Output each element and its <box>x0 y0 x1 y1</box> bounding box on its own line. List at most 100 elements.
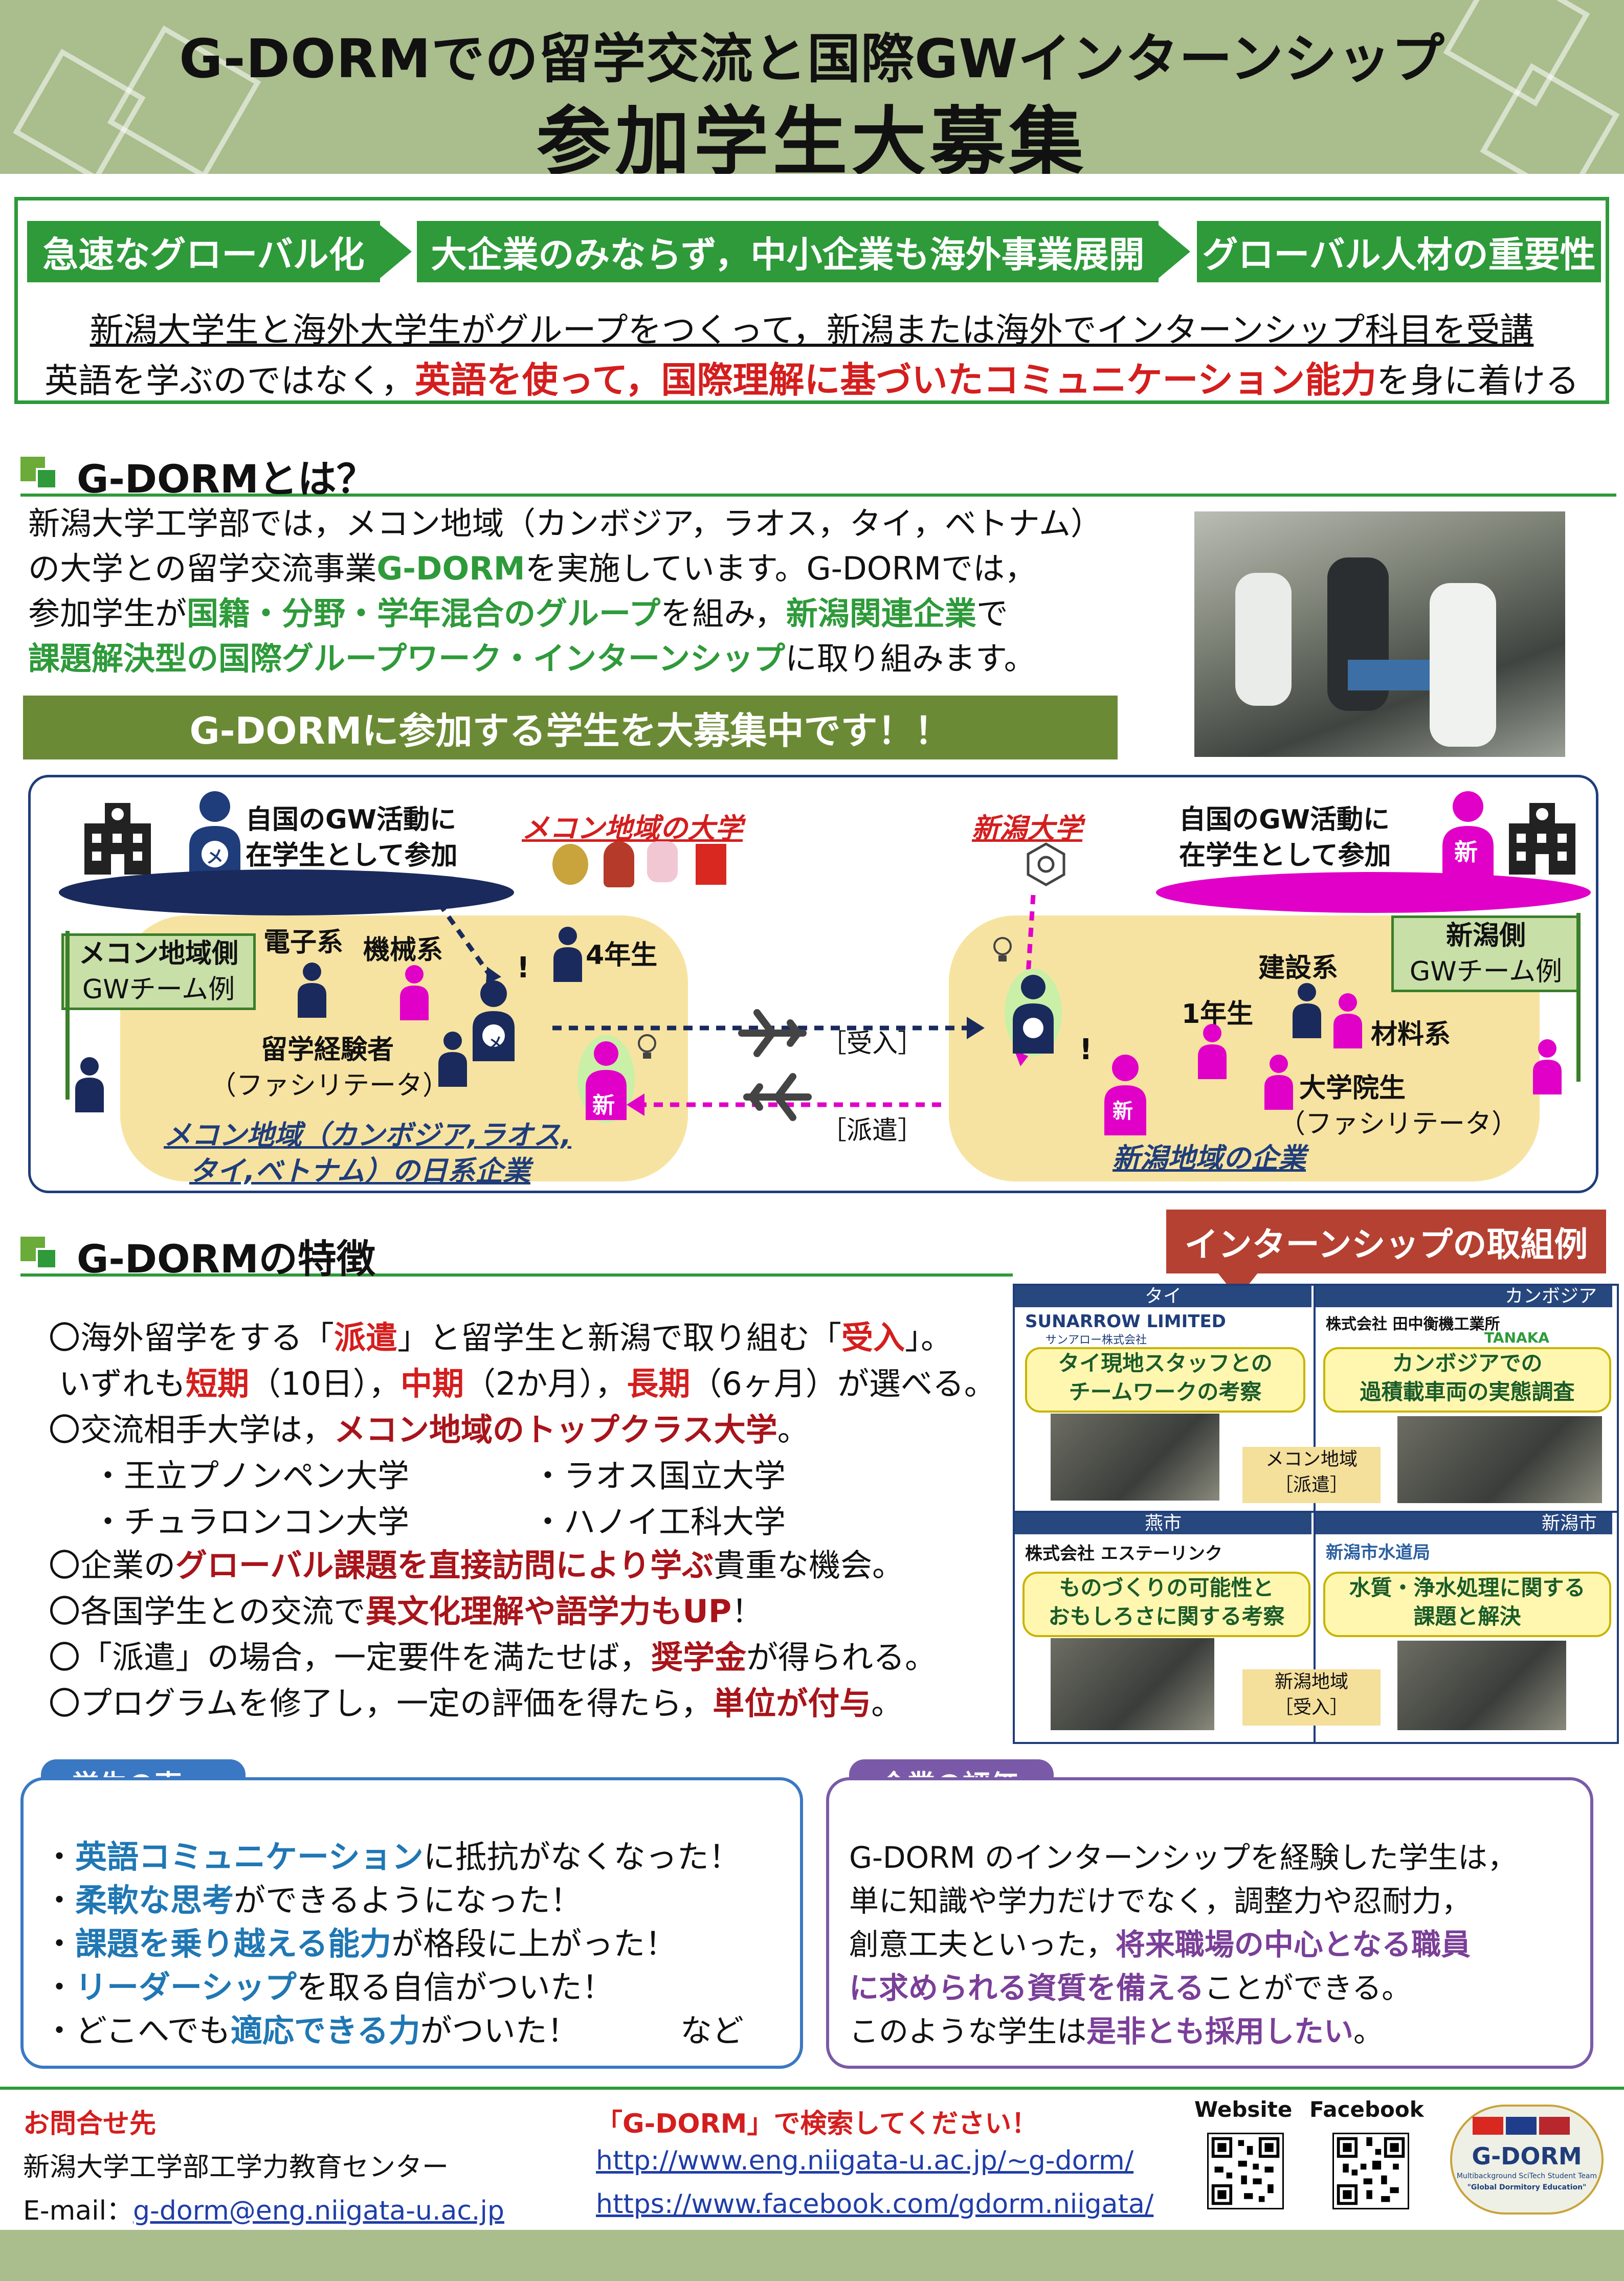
mechanical-label: 機械系 <box>363 935 443 966</box>
text-highlight: 短期 <box>186 1365 250 1402</box>
text: に抵抗がなくなった！ <box>423 1838 741 1875</box>
text-highlight: 柔軟な思考 <box>75 1882 234 1919</box>
section-header-about: G-DORMとは？ <box>20 448 1616 502</box>
grad-label-2: （ファシリテータ） <box>1279 1109 1519 1139</box>
person-navy-icon <box>1293 983 1321 1038</box>
company-logo-text: 新潟市水道局 <box>1326 1542 1430 1563</box>
intro-line2-highlight: 英語を使って，国際理解に基づいたコミュニケーション能力 <box>414 359 1377 401</box>
niigata-univ-logo <box>1027 842 1065 886</box>
left-caption-2: 在学生として参加 <box>246 840 458 871</box>
feature-line3: 〇交流相手大学は，メコン地域のトップクラス大学。 <box>49 1404 809 1450</box>
company-logo-text: 株式会社 エステーリンク <box>1025 1544 1222 1564</box>
voice-line5: ・どこへでも適応できる力がついた！ <box>43 2005 579 2051</box>
email-link[interactable]: g-dorm@eng.niigata-u.ac.jp <box>133 2196 504 2226</box>
mekong-company-1: メコン地域（カンボジア,ラオス, <box>164 1119 572 1151</box>
text-highlight: 国籍・分野・学年混合のグループ <box>187 595 661 632</box>
qr-facebook-label: Facebook <box>1309 2097 1424 2122</box>
text: ！ <box>731 1593 764 1630</box>
niigata-company-label: 新潟地域の企業 <box>1113 1142 1306 1174</box>
niigata-student-icon <box>1104 1055 1146 1135</box>
website-qr-code-icon[interactable] <box>1207 2133 1284 2209</box>
niigata-platform <box>1156 872 1591 913</box>
badge-me: メ <box>1027 1036 1042 1054</box>
left-flag: メコン地域側 GWチーム例 <box>61 933 256 1010</box>
text: （2か月）， <box>463 1365 627 1402</box>
text: 過積載車両の実態調査 <box>1360 1379 1575 1404</box>
feature-line2: いずれも短期（10日），中期（2か月），長期（6ヶ月）が選べる。 <box>59 1358 996 1404</box>
text-highlight: 異文化理解や語学力もUP <box>365 1593 732 1630</box>
airplane-icon <box>738 1009 807 1057</box>
flag-icon <box>1539 2117 1570 2135</box>
right-flag-line2: GWチーム例 <box>1409 956 1563 987</box>
company-sub: サンアロー株式会社 <box>1045 1334 1147 1347</box>
text: このような学生は <box>849 2014 1087 2049</box>
person-magenta-icon <box>400 965 429 1020</box>
niigata-student-icon <box>1442 791 1494 882</box>
school-building-icon <box>84 803 151 875</box>
text-highlight: 派遣 <box>334 1319 398 1356</box>
footer-divider <box>0 2087 1624 2090</box>
divider <box>1314 1286 1316 1742</box>
left-flag-line1: メコン地域側 <box>78 938 238 969</box>
evaluation-line2: 単に知識や学力だけでなく，調整力や忍耐力， <box>849 1884 1472 1918</box>
text: 課題と解決 <box>1413 1604 1521 1629</box>
text: 参加学生が <box>28 595 187 632</box>
feature-line6: 〇「派遣」の場合，一定要件を満たせば，奨学金が得られる。 <box>49 1631 937 1678</box>
text: 〇企業の <box>49 1547 176 1584</box>
badge-shin: 新 <box>1454 838 1478 866</box>
evaluation-line3: 創意工夫といった，将来職場の中心となる職員 <box>849 1920 1471 1963</box>
text: （6ヶ月）が選べる。 <box>690 1365 996 1402</box>
text: がついた！ <box>420 2012 579 2049</box>
person-navy-icon <box>553 927 582 982</box>
case-tsubame: 燕市 株式会社 エステーリンク ものづくりの可能性とおもしろさに関する考察 <box>1015 1513 1311 1738</box>
text-highlight: グローバル課題を直接訪問により学ぶ <box>175 1547 714 1584</box>
text: ことができる。 <box>1204 1971 1412 2005</box>
mekong-student-highlight-icon <box>1005 969 1062 1057</box>
text: が格段に上がった！ <box>391 1925 677 1962</box>
mekong-student-icon <box>189 791 240 882</box>
person-navy-icon <box>438 1032 467 1087</box>
dispatch-label: ［派遣］ <box>821 1115 923 1145</box>
facebook-link[interactable]: https://www.facebook.com/gdorm.niigata/ <box>596 2189 1154 2220</box>
text: 〇「派遣」の場合，一定要件を満たせば， <box>49 1639 652 1676</box>
facebook-qr-code-icon[interactable] <box>1332 2133 1409 2209</box>
text: ・ <box>43 1969 76 2006</box>
feature-line1: 〇海外留学をする「派遣」と留学生と新潟で取り組む「受入」。 <box>49 1312 952 1358</box>
text: ものづくりの可能性と <box>1059 1575 1274 1600</box>
text-highlight: 新潟関連企業 <box>786 595 976 632</box>
case-region: タイ <box>1015 1286 1311 1307</box>
flag-icon <box>1473 2117 1503 2135</box>
text: 」と留学生と新潟で取り組む「 <box>397 1319 842 1356</box>
contact-label: お問合せ先 <box>23 2109 157 2139</box>
website-link[interactable]: http://www.eng.niigata-u.ac.jp/~g-dorm/ <box>596 2145 1134 2176</box>
voice-line2: ・柔軟な思考ができるようになった！ <box>43 1874 582 1920</box>
text: タイ現地スタッフとの <box>1058 1351 1273 1376</box>
contact-org: 新潟大学工学部工学力教育センター <box>23 2152 449 2183</box>
feature-line5: 〇各国学生との交流で異文化理解や語学力もUP！ <box>49 1585 763 1631</box>
university-2: ・ラオス国立大学 <box>532 1457 786 1494</box>
case-region: 新潟市 <box>1316 1513 1612 1534</box>
voice-line3: ・課題を乗り越える能力が格段に上がった！ <box>43 1918 677 1964</box>
square-bullet-icon <box>36 1248 57 1269</box>
text: ［受入］ <box>1274 1697 1348 1718</box>
text-highlight: 受入 <box>841 1319 905 1356</box>
voice-box <box>20 1777 803 2069</box>
intro-box: 急速なグローバル化 大企業のみならず，中小企業も海外事業展開 グローバル人材の重… <box>14 197 1609 404</box>
intro-line2-a: 英語を学ぶのではなく， <box>44 361 415 400</box>
accept-tag: 新潟地域［受入］ <box>1242 1669 1381 1726</box>
badge-shin: 新 <box>592 1092 615 1119</box>
text: 貴重な機会。 <box>714 1547 904 1584</box>
person-navy-icon <box>75 1057 104 1112</box>
year4-label: 4年生 <box>586 940 658 971</box>
section-header-features: G-DORMの特徴 <box>20 1227 1013 1282</box>
university-logo <box>647 841 678 882</box>
case-photo <box>1397 1416 1602 1503</box>
accept-label: ［受入］ <box>821 1028 923 1058</box>
text: を取る自信がついた！ <box>296 1969 614 2006</box>
university-logo <box>552 844 588 885</box>
case-region: カンボジア <box>1316 1286 1612 1307</box>
right-flag-line1: 新潟側 <box>1445 921 1526 951</box>
square-bullet-icon <box>36 468 57 489</box>
logo-sub2: "Global Dormitory Education" <box>1467 2183 1587 2191</box>
about-paragraph: 新潟大学工学部では，メコン地域（カンボジア，ラオス，タイ，ベトナム） の大学との… <box>28 501 1184 681</box>
